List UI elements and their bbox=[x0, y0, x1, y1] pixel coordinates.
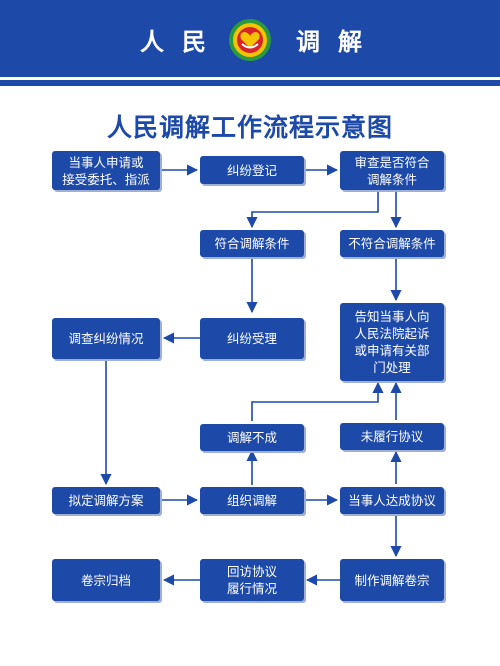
people-mediation-emblem-icon bbox=[229, 19, 271, 61]
node-agreement: 当事人达成协议 bbox=[340, 487, 444, 514]
node-notify: 告知当事人向 人民法院起诉 或申请有关部 门处理 bbox=[340, 303, 444, 381]
arrow-review-eligible bbox=[246, 188, 379, 229]
node-review: 审查是否符合 调解条件 bbox=[340, 151, 444, 190]
node-accept: 纠纷受理 bbox=[200, 318, 304, 359]
arrow-failed-notify bbox=[251, 381, 384, 421]
node-revisit: 回访协议 履行情况 bbox=[200, 559, 304, 601]
header-stripe bbox=[0, 77, 500, 86]
node-apply: 当事人申请或 接受委托、指派 bbox=[52, 151, 160, 190]
node-organize: 组织调解 bbox=[200, 487, 304, 514]
node-plan: 拟定调解方案 bbox=[52, 487, 160, 514]
node-not-fulfilled: 未履行协议 bbox=[340, 423, 444, 450]
node-make-file: 制作调解卷宗 bbox=[340, 559, 444, 601]
node-failed: 调解不成 bbox=[200, 424, 304, 451]
header-right-text: 调解 bbox=[296, 28, 380, 56]
node-register: 纠纷登记 bbox=[200, 156, 304, 184]
header-left-text: 人民 bbox=[140, 28, 224, 56]
node-archive: 卷宗归档 bbox=[52, 559, 160, 601]
node-ineligible: 不符合调解条件 bbox=[340, 230, 444, 257]
node-investigate: 调查纠纷情况 bbox=[52, 318, 160, 359]
page-title: 人民调解工作流程示意图 bbox=[106, 113, 393, 142]
node-eligible: 符合调解条件 bbox=[200, 230, 304, 257]
